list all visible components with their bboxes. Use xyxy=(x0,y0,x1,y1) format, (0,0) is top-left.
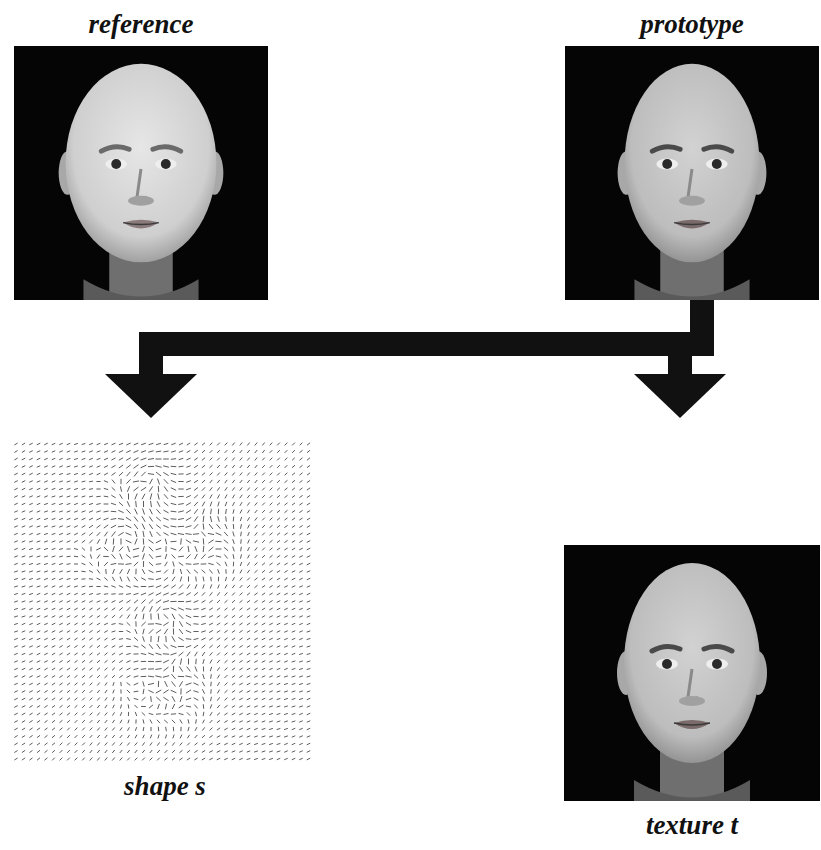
panel-label: reference xyxy=(85,8,198,40)
face-panel: reference xyxy=(13,8,269,300)
split-arrow xyxy=(105,304,702,418)
face-panel: texture t xyxy=(563,440,821,841)
panel-label: shape s xyxy=(120,770,210,802)
face-image xyxy=(563,545,821,801)
vector-field xyxy=(12,440,318,762)
shape-panel: shape s xyxy=(10,440,320,802)
split-arrow xyxy=(634,304,726,418)
arrow-shaft xyxy=(151,304,702,375)
face-panel: prototype xyxy=(563,8,821,300)
arrow-shaft xyxy=(680,304,702,375)
panel-label: texture t xyxy=(642,809,742,841)
arrow-head xyxy=(105,374,197,418)
arrow-head xyxy=(634,374,726,418)
face-image xyxy=(563,46,821,300)
face-image xyxy=(13,46,269,300)
panel-label: prototype xyxy=(636,8,747,40)
